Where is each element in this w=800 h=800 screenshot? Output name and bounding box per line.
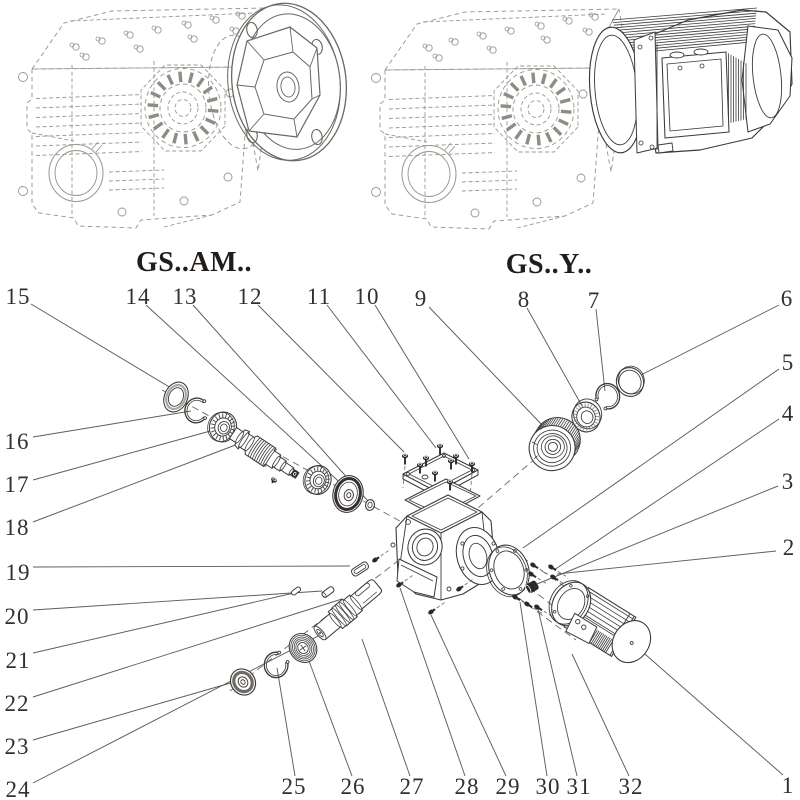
- svg-text:10: 10: [355, 284, 380, 309]
- svg-text:24: 24: [6, 777, 31, 800]
- svg-text:1: 1: [782, 773, 795, 798]
- svg-text:3: 3: [782, 469, 795, 494]
- svg-text:31: 31: [567, 774, 592, 799]
- svg-text:26: 26: [341, 774, 366, 799]
- svg-text:19: 19: [6, 560, 31, 585]
- svg-text:2: 2: [783, 535, 796, 560]
- svg-text:30: 30: [536, 774, 561, 799]
- svg-text:23: 23: [5, 734, 30, 759]
- svg-text:18: 18: [5, 515, 30, 540]
- svg-text:4: 4: [782, 401, 795, 426]
- svg-text:15: 15: [6, 284, 31, 309]
- svg-text:GS..AM..: GS..AM..: [136, 247, 252, 278]
- svg-text:20: 20: [5, 604, 30, 629]
- svg-text:28: 28: [455, 774, 480, 799]
- svg-text:16: 16: [5, 429, 30, 454]
- svg-text:GS..Y..: GS..Y..: [506, 249, 593, 280]
- svg-text:6: 6: [781, 286, 794, 311]
- svg-text:13: 13: [173, 284, 198, 309]
- svg-text:11: 11: [307, 284, 331, 309]
- svg-text:27: 27: [400, 774, 425, 799]
- svg-text:9: 9: [415, 286, 428, 311]
- svg-text:14: 14: [126, 284, 151, 309]
- svg-text:8: 8: [518, 287, 531, 312]
- svg-text:21: 21: [6, 648, 31, 673]
- svg-text:17: 17: [5, 472, 30, 497]
- svg-text:7: 7: [588, 288, 601, 313]
- svg-text:29: 29: [496, 774, 521, 799]
- svg-text:12: 12: [238, 284, 263, 309]
- svg-text:5: 5: [782, 350, 795, 375]
- svg-text:32: 32: [619, 774, 644, 799]
- svg-text:22: 22: [5, 691, 30, 716]
- svg-text:25: 25: [282, 774, 307, 799]
